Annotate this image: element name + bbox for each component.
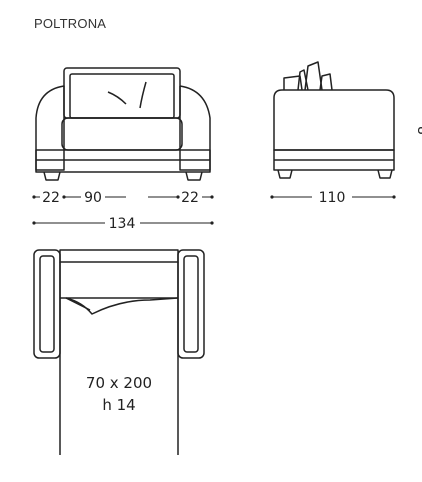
seat-cushion <box>61 117 183 151</box>
front-foot-right <box>185 171 203 181</box>
bed-view <box>33 249 205 455</box>
side-foot-front <box>277 169 293 179</box>
bed-left-arm <box>33 249 61 359</box>
front-dim-row-2: 134 <box>32 216 214 232</box>
dim-right-arm: 22 <box>181 190 199 206</box>
front-view <box>35 67 211 181</box>
side-body <box>273 89 395 151</box>
dim-depth: 110 <box>319 190 346 206</box>
bed-right-arm <box>177 249 205 359</box>
dim-height-partial: 8 <box>414 126 422 135</box>
mattress-sides <box>59 262 179 455</box>
right-arm <box>179 85 211 171</box>
back-cushion <box>69 73 175 119</box>
side-pillow-tall <box>304 61 323 91</box>
cushion-crease-left <box>107 91 127 105</box>
bed-height: h 14 <box>102 396 135 414</box>
diagram-title: POLTRONA <box>34 16 106 31</box>
side-pillow-right <box>319 73 333 91</box>
base-frame <box>35 149 211 173</box>
bed-right-arm-inner <box>183 255 199 353</box>
sheet-fold-inner <box>65 297 91 311</box>
dim-seat-width: 90 <box>84 190 102 206</box>
left-arm <box>35 85 65 148</box>
cushion-crease-right <box>139 81 147 109</box>
front-dim-row-1: 22 90 22 <box>32 190 214 206</box>
backrest <box>63 67 181 119</box>
bed-head-frame <box>59 249 179 263</box>
left-arm-base <box>35 148 65 171</box>
side-foot-back <box>377 169 393 179</box>
front-foot-left <box>43 171 61 181</box>
side-dim-row: 110 <box>270 190 396 206</box>
sheet-fold <box>65 297 179 315</box>
bed-size: 70 x 200 <box>86 374 152 392</box>
dim-total-width: 134 <box>109 216 136 232</box>
side-pillow-left <box>283 75 303 91</box>
bed-left-arm-inner <box>39 255 55 353</box>
side-view <box>273 61 395 179</box>
dim-left-arm: 22 <box>42 190 60 206</box>
